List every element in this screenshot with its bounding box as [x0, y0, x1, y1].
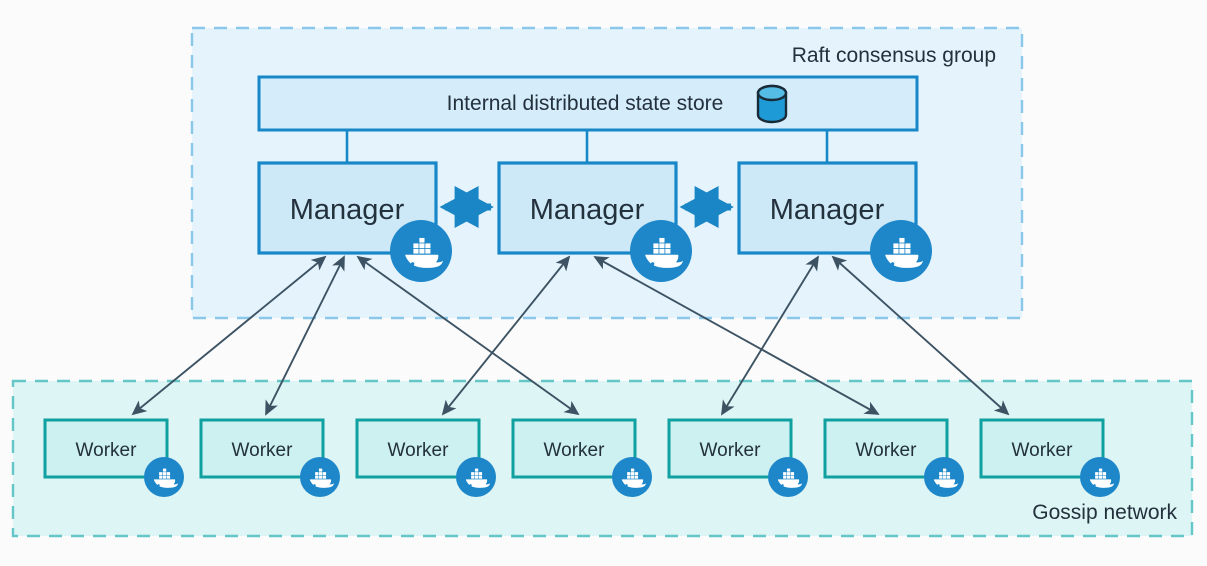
gossip-network-label: Gossip network [1032, 501, 1177, 524]
docker-badge-manager-3 [870, 220, 932, 282]
worker-4[interactable]: Worker [511, 418, 652, 497]
docker-badge-manager-2 [630, 220, 692, 282]
manager-nodes: Manager Manager Manager [257, 161, 918, 255]
worker-3[interactable]: Worker [355, 418, 496, 497]
manager-2-label: Manager [530, 194, 645, 226]
worker-7-label: Worker [1012, 440, 1074, 461]
link-manager2-worker3 [441, 255, 571, 416]
worker-manager-links [131, 255, 1010, 416]
worker-5[interactable]: Worker [667, 418, 808, 497]
manager-1-label: Manager [290, 194, 405, 226]
link-manager3-worker5 [721, 255, 819, 416]
worker-1[interactable]: Worker [43, 418, 184, 497]
manager-docker-badges [390, 220, 932, 282]
internal-distributed-state-store[interactable]: Internal distributed state store [257, 75, 919, 132]
worker-7[interactable]: Worker [979, 418, 1120, 497]
store-connectors [345, 130, 829, 165]
worker-2-box[interactable] [199, 418, 325, 479]
worker-nodes: Worker Worker Worker Worker [43, 418, 1120, 497]
docker-badge-manager-1 [390, 220, 452, 282]
worker-6[interactable]: Worker [823, 418, 964, 497]
link-manager1-worker2 [265, 255, 345, 416]
worker-2[interactable]: Worker [199, 418, 340, 497]
worker-2-label: Worker [232, 440, 294, 461]
link-manager3-worker7 [831, 255, 1010, 416]
state-store-label: Internal distributed state store [447, 92, 724, 115]
database-cylinder-icon [756, 84, 788, 124]
worker-3-label: Worker [388, 440, 450, 461]
worker-6-label: Worker [856, 440, 918, 461]
raft-consensus-group-label: Raft consensus group [792, 44, 996, 67]
worker-5-label: Worker [700, 440, 762, 461]
state-store-box[interactable] [257, 75, 919, 132]
worker-1-label: Worker [76, 440, 138, 461]
manager-3-label: Manager [770, 194, 885, 226]
worker-4-label: Worker [544, 440, 606, 461]
